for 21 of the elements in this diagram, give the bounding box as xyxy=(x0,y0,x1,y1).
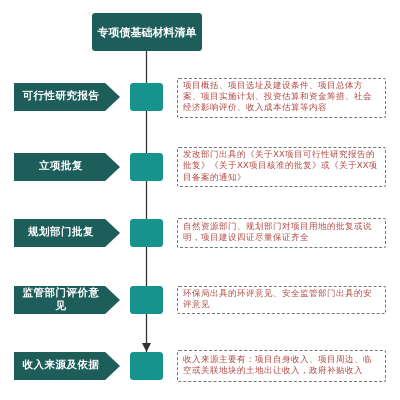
connector-line xyxy=(146,181,148,219)
step-square xyxy=(130,286,163,314)
note-box: 项目概括、项目选址及建设条件、项目总体方案、项目实施计划、投资估算和资金筹措、社会经济影响评价、收入成本估算等内容 xyxy=(177,78,386,118)
chevron-label: 监管部门评价意见 xyxy=(14,286,120,314)
arrow xyxy=(142,314,152,352)
note-box: 环保局出具的环评意见、安全监管部门出具的安评意见 xyxy=(177,286,386,314)
chevron-label: 立项批复 xyxy=(14,153,120,181)
step-square xyxy=(130,219,163,247)
step-square xyxy=(130,83,163,111)
step-square xyxy=(130,153,163,181)
step-square xyxy=(130,352,163,380)
note-box: 发改部门出具的《关于XX项目可行性研究报告的批复》《关于XX项目核准的批复》或《关于XX项目备案的通知》 xyxy=(177,147,386,187)
note-box: 自然资源部门、规划部门对项目用地的批复或说明，项目建设四证尽量保证齐全 xyxy=(177,218,386,248)
connector-line xyxy=(146,111,148,153)
note-box: 收入来源主要有：项目自身收入、项目周边、临空或关联地块的土地出让收入，政府补贴收入 xyxy=(177,350,386,382)
chevron-label: 收入来源及依据 xyxy=(14,352,120,380)
title-box: 专项债基础材料清单 xyxy=(92,13,202,51)
connector-line xyxy=(146,247,148,286)
chevron-label: 可行性研究报告 xyxy=(14,83,120,111)
chevron-label: 规划部门批复 xyxy=(14,219,120,247)
connector-line xyxy=(146,51,148,83)
